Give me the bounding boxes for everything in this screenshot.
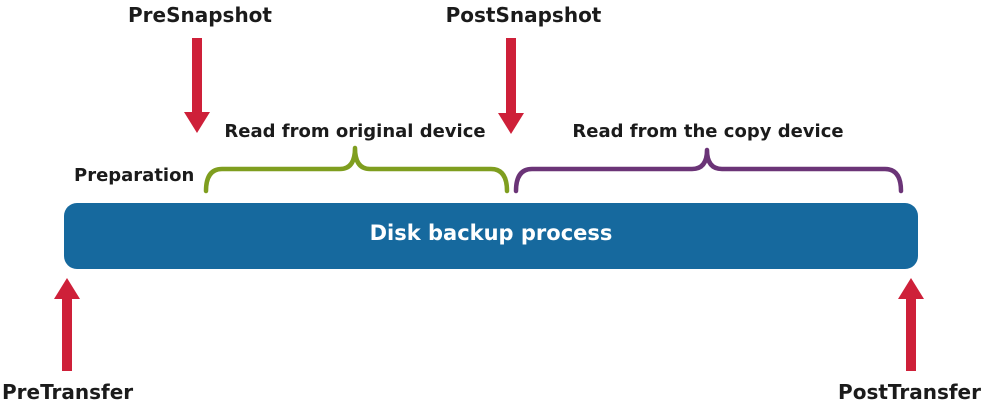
post-transfer-arrow-icon <box>898 278 924 371</box>
pre-snapshot-arrow-icon <box>184 38 210 133</box>
post-snapshot-arrow-icon <box>498 38 524 134</box>
disk-backup-bar <box>64 203 918 269</box>
read-original-label: Read from original device <box>224 121 486 142</box>
pre-snapshot-label: PreSnapshot <box>128 3 272 27</box>
post-snapshot-label: PostSnapshot <box>445 3 602 27</box>
read-copy-label: Read from the copy device <box>572 121 844 142</box>
post-transfer-label: PostTransfer <box>838 380 981 404</box>
preparation-label: Preparation <box>74 165 195 186</box>
disk-backup-bar-title: Disk backup process <box>369 221 613 245</box>
pre-transfer-label: PreTransfer <box>2 380 134 404</box>
read-original-brace <box>203 145 510 194</box>
pre-transfer-arrow-icon <box>54 278 80 371</box>
read-copy-brace <box>513 147 904 194</box>
